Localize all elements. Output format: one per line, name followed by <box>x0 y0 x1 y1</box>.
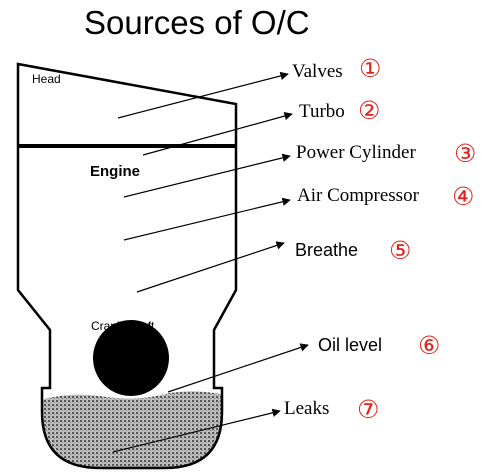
source-number-6: ⑥ <box>418 331 441 360</box>
source-label-breathe: Breathe <box>295 240 359 260</box>
engine-outline <box>16 62 238 470</box>
head-label: Head <box>32 72 61 86</box>
source-label-oil-level: Oil level <box>318 335 383 355</box>
source-number-1: ① <box>359 54 382 83</box>
source-number-3: ③ <box>454 139 477 168</box>
diagram-title: Sources of O/C <box>84 4 310 41</box>
pointer-breathe <box>136 241 285 293</box>
source-label-valves: Valves <box>292 61 343 82</box>
engine-label: Engine <box>90 163 141 180</box>
pointer-valves <box>117 71 289 119</box>
pointer-oil-level <box>167 343 309 393</box>
pointer-air-compressor <box>123 197 291 241</box>
source-number-4: ④ <box>452 182 475 211</box>
source-number-5: ⑤ <box>389 236 412 265</box>
oil-sump <box>42 391 222 468</box>
pointer-leaks <box>112 408 281 453</box>
source-label-power-cylinder: Power Cylinder <box>296 142 416 163</box>
source-label-turbo: Turbo <box>299 101 345 122</box>
crank-shaft-label: Crank Shaft <box>91 319 155 333</box>
pointer-turbo <box>142 111 293 156</box>
pointer-power-cylinder <box>123 153 291 198</box>
source-number-7: ⑦ <box>357 395 380 424</box>
source-number-2: ② <box>358 96 381 125</box>
source-label-leaks: Leaks <box>284 398 330 419</box>
crank-shaft <box>93 320 169 396</box>
source-label-air-compressor: Air Compressor <box>297 185 419 206</box>
